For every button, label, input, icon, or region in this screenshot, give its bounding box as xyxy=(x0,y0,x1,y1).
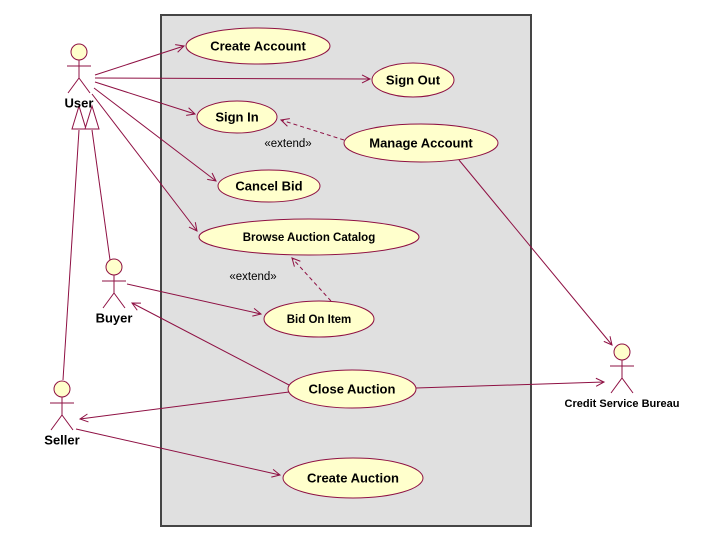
usecase-label: Close Auction xyxy=(309,382,396,397)
actor-credit-service-bureau[interactable]: Credit Service Bureau xyxy=(565,343,680,410)
edge-close-auction-seller xyxy=(78,391,290,423)
usecase-manage-account[interactable]: Manage Account xyxy=(343,123,499,163)
association-edges xyxy=(75,44,613,478)
extend-edges xyxy=(279,118,345,302)
edge-user-create-account xyxy=(94,44,186,76)
actor-stick-figure-icon xyxy=(102,275,126,309)
edge-close-auction-buyer xyxy=(131,302,290,386)
edge-user-cancel-bid xyxy=(93,87,217,182)
actor-stick-figure-icon xyxy=(50,397,74,431)
edge-seller-create-auction xyxy=(75,428,282,478)
usecase-create-auction[interactable]: Create Auction xyxy=(282,457,424,499)
edge-user-sign-out xyxy=(94,74,372,84)
actor-label: Buyer xyxy=(96,311,133,326)
extend-stereotype-label: «extend» xyxy=(264,138,311,150)
usecase-bid-on-item[interactable]: Bid On Item xyxy=(263,300,375,338)
usecase-ellipse xyxy=(185,27,331,65)
usecase-ellipse xyxy=(196,100,278,134)
edge-user-browse-auction-catalog xyxy=(91,93,198,232)
edge-close-auction-credit-service-bureau xyxy=(415,377,606,389)
usecase-ellipse xyxy=(217,169,321,203)
actor-buyer[interactable]: Buyer xyxy=(96,258,133,326)
usecase-label: Browse Auction Catalog xyxy=(243,232,375,244)
edge-buyer-bid-on-item xyxy=(126,283,263,317)
actor-head-icon xyxy=(70,43,88,61)
usecase-close-auction[interactable]: Close Auction xyxy=(287,369,417,409)
usecase-browse-auction-catalog[interactable]: Browse Auction Catalog xyxy=(198,218,420,256)
generalization-triangle-icon xyxy=(84,104,100,130)
edge-manage-account-credit-service-bureau xyxy=(458,159,613,346)
usecase-label: Cancel Bid xyxy=(235,179,302,194)
usecase-label: Create Auction xyxy=(307,471,399,486)
usecase-label: Bid On Item xyxy=(287,314,352,326)
usecase-ellipse xyxy=(343,123,499,163)
actor-head-icon xyxy=(53,380,71,398)
actor-head-icon xyxy=(105,258,123,276)
edge-buyer-generalizes-user xyxy=(91,129,111,261)
actor-label: Seller xyxy=(44,433,79,448)
edge-user-sign-in xyxy=(94,81,197,116)
actor-stick-figure-icon xyxy=(610,360,634,394)
usecase-label: Create Account xyxy=(210,39,306,54)
usecase-label: Sign Out xyxy=(386,73,441,88)
actor-label: User xyxy=(65,96,94,111)
actor-head-icon xyxy=(613,343,631,361)
usecase-create-account[interactable]: Create Account xyxy=(185,27,331,65)
edge-seller-generalizes-user xyxy=(62,129,80,381)
usecase-ellipse xyxy=(198,218,420,256)
actor-seller[interactable]: Seller xyxy=(44,380,80,448)
usecase-ellipse xyxy=(371,62,455,98)
generalization-triangle-icon xyxy=(71,104,87,130)
usecase-label: Manage Account xyxy=(369,136,473,151)
generalization-edges xyxy=(62,104,111,381)
edge-bid-on-item-extends-browse xyxy=(291,257,332,302)
system-boundary xyxy=(160,14,532,527)
usecase-ellipse xyxy=(263,300,375,338)
usecase-sign-in[interactable]: Sign In xyxy=(196,100,278,134)
usecase-ellipse xyxy=(282,457,424,499)
extend-stereotype-label: «extend» xyxy=(229,271,276,283)
usecase-sign-out[interactable]: Sign Out xyxy=(371,62,455,98)
usecase-cancel-bid[interactable]: Cancel Bid xyxy=(217,169,321,203)
actor-stick-figure-icon xyxy=(67,60,91,94)
actor-user[interactable]: User xyxy=(65,43,94,111)
actor-label: Credit Service Bureau xyxy=(565,398,680,410)
usecase-label: Sign In xyxy=(215,110,258,125)
usecase-ellipse xyxy=(287,369,417,409)
